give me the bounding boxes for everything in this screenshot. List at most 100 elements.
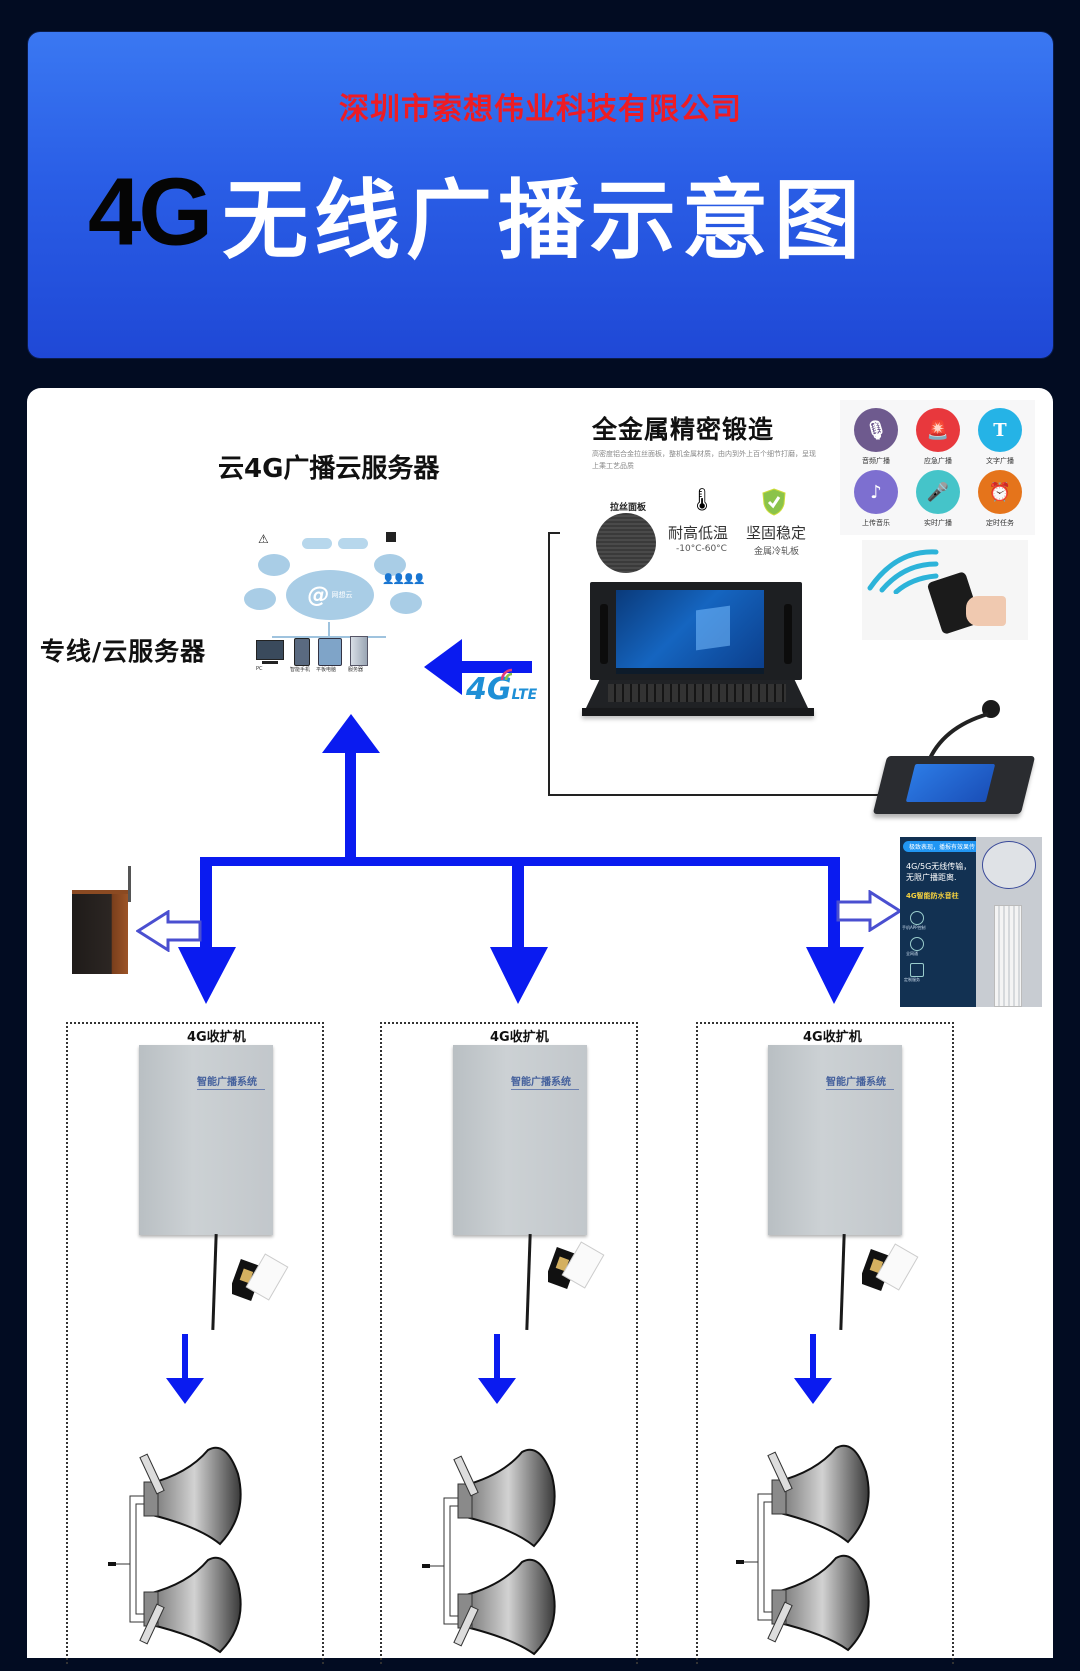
app-glyph: 🚨 bbox=[926, 419, 950, 441]
arrow-down-receiver-3 bbox=[806, 857, 866, 1011]
sim-card-icon bbox=[544, 1240, 618, 1304]
receiver-title: 4G收扩机 bbox=[187, 1030, 246, 1045]
signal-arcs-icon bbox=[500, 668, 513, 681]
cloud-network-diagram: ⚠ 👤👤👤👤 @ 网想云 PC 智能手机 平板电脑 服务器 bbox=[244, 530, 450, 705]
hollow-arrow-right-icon bbox=[836, 890, 902, 932]
column-speaker-card: 极致表现，播报有效果传 4G/5G无线传输，无限广播距离. 4G智能防水音柱 手… bbox=[900, 837, 1042, 1007]
brand-underline bbox=[197, 1089, 265, 1090]
hand-icon bbox=[966, 596, 1006, 626]
download-icon bbox=[386, 532, 396, 542]
terminal-label: 平板电脑 bbox=[316, 667, 337, 673]
card-feature: 定制服务 bbox=[904, 977, 920, 982]
feature-title: 全金属精密锻造 bbox=[592, 415, 775, 444]
cloud-node bbox=[258, 554, 290, 576]
device-brand: 智能广播系统 bbox=[511, 1077, 571, 1088]
device-brand: 智能广播系统 bbox=[826, 1077, 886, 1088]
card-feature: 手机APP控制 bbox=[902, 925, 926, 930]
app-glyph: T bbox=[993, 419, 1007, 441]
alarm-light-icon[interactable]: 🚨 bbox=[916, 408, 960, 452]
brand-underline bbox=[826, 1089, 894, 1090]
receiver-title: 4G收扩机 bbox=[803, 1030, 862, 1045]
lte-badge-sub: LTE bbox=[511, 687, 538, 703]
cloud-center-label: 网想云 bbox=[331, 591, 353, 599]
horn-speaker-pair bbox=[736, 1444, 870, 1652]
sim-card-icon bbox=[228, 1252, 302, 1316]
warning-icon: ⚠ bbox=[258, 532, 269, 546]
company-name: 深圳市索想伟业科技有限公司 bbox=[339, 92, 742, 127]
wireless-signal-icon bbox=[867, 549, 939, 594]
receiver-group-3 bbox=[696, 1022, 954, 1664]
horn-speaker-icon bbox=[767, 1444, 870, 1544]
antenna-icon bbox=[128, 866, 131, 902]
cloud-node bbox=[390, 592, 422, 614]
cloud-logo-icon: @ bbox=[307, 582, 330, 608]
arrow-down-receiver-1 bbox=[178, 857, 238, 1011]
arrow-up-icon bbox=[322, 714, 380, 864]
terminal-label: 智能手机 bbox=[290, 667, 311, 673]
users-icon: 👤👤👤👤 bbox=[382, 574, 426, 585]
arrow-left-to-server bbox=[424, 639, 534, 699]
text-icon[interactable]: T bbox=[978, 408, 1022, 452]
speaker-cabinet bbox=[72, 890, 128, 974]
server-side-label: 专线/云服务器 bbox=[40, 637, 207, 666]
rack-handle bbox=[600, 604, 608, 664]
title-main: 无线广播示意图 bbox=[222, 171, 867, 271]
horn-speaker-pair bbox=[108, 1446, 242, 1654]
cloud-node bbox=[374, 554, 406, 576]
feature-description: 高密度铝合金拉丝面板，整机金属材质，由内到外上百个细节打磨，呈现上乘工艺品质 bbox=[592, 450, 816, 470]
feature-label: 耐高低温 bbox=[668, 524, 729, 542]
rack-control-computer bbox=[582, 582, 818, 732]
feature-label: 坚固稳定 bbox=[746, 524, 807, 542]
horn-speaker-icon bbox=[139, 1446, 242, 1546]
arrow-down-icon bbox=[178, 857, 236, 1004]
4g-lte-badge: 4GLTE bbox=[466, 668, 538, 707]
app-glyph: 🎙 bbox=[864, 419, 888, 441]
app-label: 音频广播 bbox=[862, 457, 890, 465]
terminal-label: 服务器 bbox=[348, 667, 364, 673]
horn-speaker-icon bbox=[767, 1554, 870, 1652]
card-feature: 全网通 bbox=[906, 951, 918, 956]
console-base bbox=[872, 756, 1036, 814]
receiver-group-1 bbox=[66, 1022, 324, 1664]
column-speaker-photo bbox=[976, 837, 1042, 1007]
horn-speaker-pair bbox=[422, 1448, 556, 1656]
column-speaker-icon bbox=[994, 905, 1022, 1007]
live-mic-icon[interactable]: 🎤 bbox=[916, 470, 960, 514]
custom-service-icon bbox=[910, 963, 924, 977]
app-label: 文字广播 bbox=[986, 457, 1014, 465]
taskbar bbox=[616, 668, 764, 674]
arrow-down-small-icon bbox=[794, 1334, 832, 1404]
app-glyph: ♪ bbox=[870, 481, 882, 503]
feature-sub: -10°C-60°C bbox=[676, 544, 727, 554]
rack-handle bbox=[784, 604, 792, 664]
feature-sub: 金属冷轧板 bbox=[754, 547, 800, 557]
arrow-left-icon bbox=[424, 639, 532, 695]
microphone-icon[interactable]: 🎙 bbox=[854, 408, 898, 452]
feature-card: 全金属精密锻造 高密度铝合金拉丝面板，整机金属材质，由内到外上百个细节打磨，呈现… bbox=[560, 400, 830, 573]
receiver-group-2 bbox=[380, 1022, 638, 1664]
app-control-icon bbox=[910, 911, 924, 925]
4g-receiver-amplifier: 智能广播系统 bbox=[139, 1045, 273, 1235]
arrow-down-small-icon bbox=[166, 1334, 204, 1404]
network-icon bbox=[910, 937, 924, 951]
windows-logo-icon bbox=[696, 605, 730, 651]
app-label: 实时广播 bbox=[924, 519, 952, 527]
thermometer-icon: 🌡 bbox=[688, 488, 716, 513]
app-label: 应急广播 bbox=[924, 457, 952, 465]
connection-line bbox=[548, 794, 882, 796]
rack-base bbox=[582, 708, 814, 716]
arrow-down-receiver-2 bbox=[490, 857, 550, 1011]
4g-receiver-amplifier: 智能广播系统 bbox=[453, 1045, 587, 1235]
server-icon bbox=[350, 636, 368, 666]
connector-line bbox=[272, 636, 386, 638]
paging-microphone-console bbox=[872, 700, 1038, 825]
desktop-screen bbox=[616, 590, 764, 674]
sim-card-icon bbox=[858, 1242, 932, 1306]
music-note-icon[interactable]: ♪ bbox=[854, 470, 898, 514]
arrow-down-icon bbox=[806, 857, 864, 1004]
app-function-grid: 🎙 音频广播 🚨 应急广播 T 文字广播 ♪ 上传音乐 🎤 实时广播 ⏰ 定时任… bbox=[840, 400, 1035, 535]
server-title: 云4G广播云服务器 bbox=[218, 454, 440, 484]
alarm-clock-icon[interactable]: ⏰ bbox=[978, 470, 1022, 514]
